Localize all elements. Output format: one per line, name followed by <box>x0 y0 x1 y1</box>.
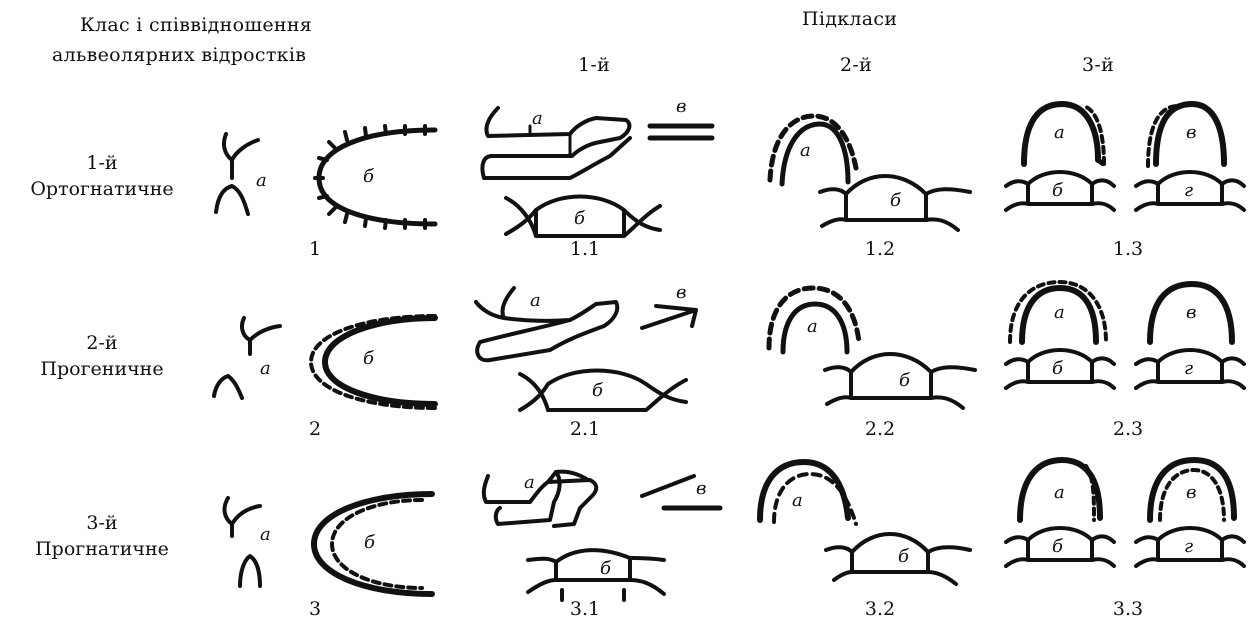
fig-num-3-3: 3.3 <box>1088 598 1168 620</box>
fig-num-2-3: 2.3 <box>1088 418 1168 440</box>
row2-sub3-letter-v: в <box>1186 302 1196 323</box>
row1-profile-letter-a: а <box>256 170 267 191</box>
row2-profile-figure: а <box>210 314 280 409</box>
subclasses-title: Підкласи <box>802 8 897 30</box>
row2-sub2-letter-a: а <box>807 316 818 337</box>
row2-profile-letter-a: а <box>260 358 271 379</box>
row1-class-number: 1-й <box>2 150 202 176</box>
row1-sub2-letter-a: а <box>800 140 811 161</box>
row3-profile-letter-a: а <box>260 524 271 545</box>
row3-sub2-figure: а б <box>752 458 992 588</box>
row1-arch-letter-b: б <box>363 166 375 187</box>
fig-num-2: 2 <box>275 418 355 440</box>
subclass-2-header: 2-й <box>840 54 872 76</box>
fig-num-1: 1 <box>275 238 355 260</box>
row2-sub3-letter-b: б <box>1052 358 1064 379</box>
row1-sub3-letter-g: г <box>1184 180 1193 201</box>
row1-label: 1-й Ортогнатичне <box>2 150 202 202</box>
row1-class-name: Ортогнатичне <box>2 176 202 202</box>
row1-sub1-letter-v: в <box>676 96 686 117</box>
row1-sub3-letter-b: б <box>1052 180 1064 201</box>
row2-arch-letter-b: б <box>363 348 375 369</box>
fig-num-1-2: 1.2 <box>840 238 920 260</box>
fig-num-2-1: 2.1 <box>545 418 625 440</box>
row3-class-number: 3-й <box>2 510 202 536</box>
row3-label: 3-й Прогнатичне <box>2 510 202 562</box>
row2-arch-figure: б <box>305 310 445 415</box>
row3-sub3-letter-g: г <box>1184 536 1193 557</box>
row1-sub1-figure: а в б <box>470 98 720 240</box>
row3-class-name: Прогнатичне <box>2 536 202 562</box>
row3-sub3-letter-b: б <box>1052 536 1064 557</box>
row2-sub1-letter-v: в <box>676 282 686 303</box>
row2-sub3-letter-a: а <box>1054 302 1065 323</box>
row1-sub1-letter-b: б <box>574 208 586 229</box>
row3-sub2-letter-b: б <box>898 546 910 567</box>
class-title-line2: альвеолярних відростків <box>52 44 306 66</box>
row3-sub1-letter-v: в <box>696 478 706 499</box>
fig-num-1-3: 1.3 <box>1088 238 1168 260</box>
row2-sub1-letter-b: б <box>592 380 604 401</box>
row1-profile-figure: а <box>210 130 280 225</box>
row1-sub1-letter-a: а <box>532 108 543 129</box>
row3-sub1-letter-a: а <box>524 472 535 493</box>
row3-profile-figure: а <box>214 494 284 589</box>
row2-sub3-letter-g: г <box>1184 358 1193 379</box>
row1-sub3-figure: а в б г <box>1000 100 1250 240</box>
class-title-line1: Клас і співвідношення <box>80 14 312 36</box>
row2-sub1-letter-a: а <box>530 290 541 311</box>
row1-sub3-letter-a: а <box>1054 122 1065 143</box>
row1-arch-figure: б <box>305 122 445 232</box>
row2-sub2-letter-b: б <box>899 370 911 391</box>
row2-class-number: 2-й <box>2 330 202 356</box>
fig-num-1-1: 1.1 <box>545 238 625 260</box>
row2-sub1-figure: а в б <box>470 280 720 420</box>
row3-sub3-figure: а в б г <box>1000 456 1250 596</box>
row3-arch-figure: б <box>302 488 442 600</box>
row3-sub1-figure: а в б <box>470 462 720 604</box>
row3-arch-letter-b: б <box>364 532 376 553</box>
row2-class-name: Прогеничне <box>2 356 202 382</box>
row2-sub2-figure: а б <box>755 282 995 412</box>
row3-sub2-letter-a: а <box>792 490 803 511</box>
row1-sub2-figure: а б <box>750 108 990 238</box>
row2-label: 2-й Прогеничне <box>2 330 202 382</box>
subclass-3-header: 3-й <box>1082 54 1114 76</box>
row3-sub3-letter-v: в <box>1186 482 1196 503</box>
subclass-1-header: 1-й <box>578 54 610 76</box>
row1-sub3-letter-v: в <box>1186 122 1196 143</box>
row2-sub3-figure: а в б г <box>1000 278 1250 418</box>
fig-num-3: 3 <box>275 598 355 620</box>
row3-sub3-letter-a: а <box>1054 482 1065 503</box>
fig-num-2-2: 2.2 <box>840 418 920 440</box>
row1-sub2-letter-b: б <box>890 190 902 211</box>
fig-num-3-2: 3.2 <box>840 598 920 620</box>
row3-sub1-letter-b: б <box>600 558 612 579</box>
